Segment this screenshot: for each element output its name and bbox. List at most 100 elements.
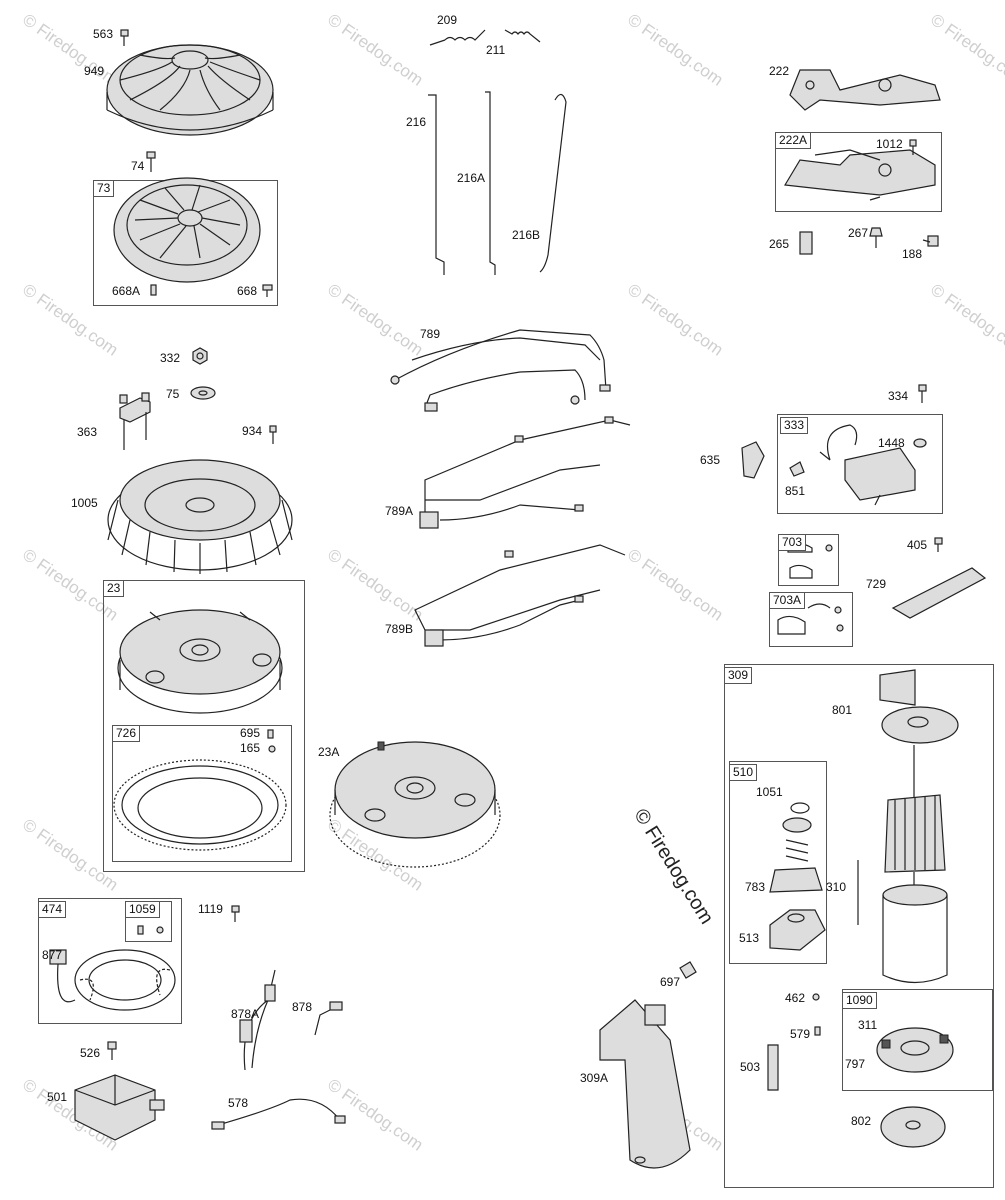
part-label: 878A bbox=[231, 1007, 260, 1021]
part-label: 802 bbox=[851, 1114, 872, 1128]
group-box-23 bbox=[103, 580, 305, 872]
bolt-74-icon bbox=[146, 151, 156, 172]
nut-332-icon bbox=[192, 347, 208, 365]
bolt-267-icon bbox=[869, 227, 883, 248]
part-label: 332 bbox=[160, 351, 181, 365]
group-tag: 726 bbox=[112, 725, 141, 742]
screw-1012-icon bbox=[909, 139, 917, 155]
screw-563-icon bbox=[120, 29, 129, 46]
screw-334-icon bbox=[918, 384, 927, 403]
clip-668-icon bbox=[262, 284, 273, 297]
screw-405-icon bbox=[934, 537, 943, 552]
spring-211-icon bbox=[504, 29, 541, 43]
bracket-801-icon bbox=[879, 669, 959, 744]
screw-1059-icon bbox=[137, 925, 164, 935]
flywheel-23A-icon bbox=[329, 741, 501, 868]
part-label: 578 bbox=[228, 1096, 249, 1110]
part-label: 695 bbox=[240, 726, 261, 740]
group-box-703A bbox=[769, 592, 853, 647]
governor-assembly-222A-icon bbox=[784, 149, 936, 201]
group-tag: 309 bbox=[724, 667, 753, 684]
group-tag: 1090 bbox=[842, 992, 877, 1009]
group-tag: 474 bbox=[38, 901, 67, 918]
ignition-coil-333-icon bbox=[819, 424, 916, 506]
screw-695-icon bbox=[267, 729, 274, 739]
screw-526-icon bbox=[107, 1041, 117, 1060]
part-label: 789 bbox=[420, 327, 441, 341]
rod-216-icon bbox=[428, 94, 445, 275]
pin-579-icon bbox=[814, 1026, 821, 1036]
part-label: 311 bbox=[858, 1018, 878, 1032]
part-label: 1051 bbox=[756, 785, 783, 799]
part-label: 405 bbox=[907, 538, 928, 552]
washer-75-icon bbox=[190, 386, 216, 400]
clip-668A-icon bbox=[150, 284, 157, 296]
part-label: 877 bbox=[42, 948, 63, 962]
terminal-851-icon bbox=[789, 461, 805, 477]
part-label: 23A bbox=[318, 745, 340, 759]
wire-578-icon bbox=[211, 1098, 346, 1130]
bracket-363-icon bbox=[119, 392, 151, 450]
fan-1005-icon bbox=[107, 459, 293, 574]
group-tag: 1059 bbox=[125, 901, 160, 918]
starter-housing-icon bbox=[882, 884, 948, 984]
part-label: 526 bbox=[80, 1046, 101, 1060]
group-box-510 bbox=[729, 761, 827, 964]
group-box-1090 bbox=[842, 989, 993, 1091]
group-tag: 703A bbox=[769, 592, 806, 609]
part-label: 501 bbox=[47, 1090, 68, 1104]
alternator-474-icon bbox=[49, 949, 176, 1011]
part-label: 211 bbox=[486, 43, 506, 57]
screw-934-icon bbox=[269, 425, 277, 444]
part-label: 851 bbox=[785, 484, 806, 498]
end-cap-802-icon bbox=[880, 1106, 946, 1148]
group-box-309 bbox=[724, 664, 994, 1188]
part-label: 563 bbox=[93, 27, 114, 41]
part-label: 75 bbox=[166, 387, 180, 401]
group-box-726 bbox=[112, 725, 292, 862]
drive-kit-510-icon bbox=[769, 802, 826, 951]
part-label: 668 bbox=[237, 284, 258, 298]
harness-789-icon bbox=[390, 329, 611, 412]
spring-209-icon bbox=[429, 29, 486, 46]
part-label: 309A bbox=[580, 1071, 609, 1085]
part-label: 363 bbox=[77, 425, 98, 439]
spark-plug-cap-635-icon bbox=[741, 441, 765, 479]
part-label: 789A bbox=[385, 504, 414, 518]
part-label: 579 bbox=[790, 1027, 811, 1041]
part-label: 1119 bbox=[198, 902, 223, 916]
part-label: 462 bbox=[785, 991, 806, 1005]
part-label: 267 bbox=[848, 226, 869, 240]
group-box-474 bbox=[38, 898, 182, 1024]
blower-screen-949-icon bbox=[106, 44, 274, 136]
group-box-333 bbox=[777, 414, 943, 514]
part-label: 209 bbox=[437, 13, 458, 27]
harness-878A-icon bbox=[239, 969, 276, 1071]
part-label: 635 bbox=[700, 453, 721, 467]
part-label: 668A bbox=[112, 284, 141, 298]
starter-309A-icon bbox=[599, 999, 691, 1169]
part-label: 801 bbox=[832, 703, 853, 717]
part-label: 310 bbox=[826, 880, 847, 894]
part-label: 334 bbox=[888, 389, 909, 403]
part-label: 188 bbox=[902, 247, 923, 261]
part-label: 216B bbox=[512, 228, 541, 242]
brush-503-icon bbox=[767, 1044, 779, 1091]
group-tag: 333 bbox=[780, 417, 809, 434]
group-tag: 23 bbox=[103, 580, 125, 597]
part-label: 697 bbox=[660, 975, 681, 989]
part-label: 74 bbox=[131, 159, 145, 173]
part-label: 1012 bbox=[876, 137, 903, 151]
nut-462-icon bbox=[812, 993, 820, 1001]
group-box-222A bbox=[775, 132, 942, 212]
clip-265-icon bbox=[799, 231, 813, 255]
part-label: 1448 bbox=[878, 436, 905, 450]
connector-878-icon bbox=[314, 1001, 343, 1036]
harness-789A-icon bbox=[419, 416, 631, 529]
harness-789B-icon bbox=[414, 544, 626, 647]
part-label: 222 bbox=[769, 64, 790, 78]
part-label: 934 bbox=[242, 424, 263, 438]
part-label: 216 bbox=[406, 115, 427, 129]
